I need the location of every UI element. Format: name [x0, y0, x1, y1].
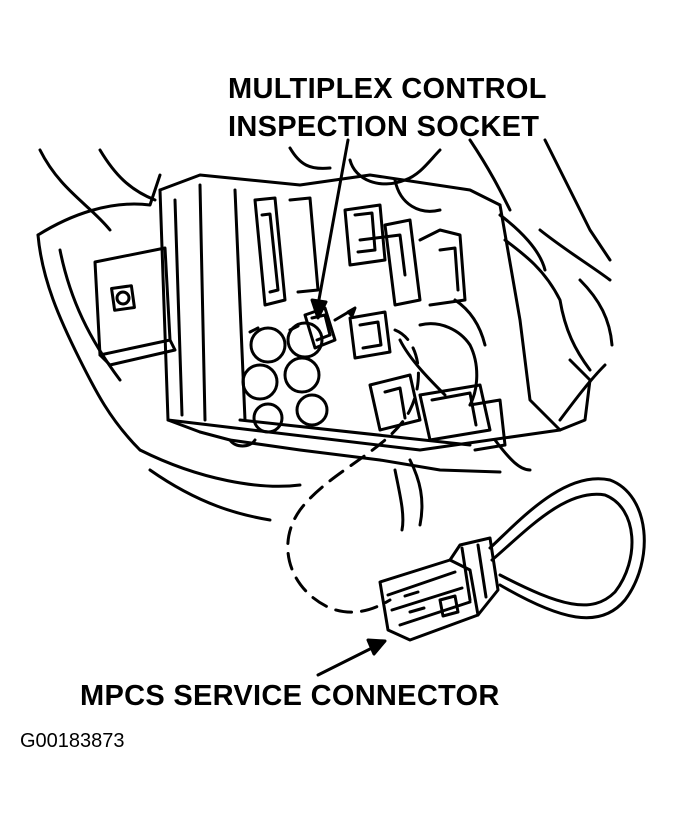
- harness-contours: [36, 138, 614, 532]
- mounting-bracket: [93, 246, 177, 367]
- inspection-socket-label: MULTIPLEX CONTROL INSPECTION SOCKET: [228, 70, 547, 146]
- relay-slots: [253, 196, 467, 307]
- round-fuse-cluster: [241, 321, 329, 434]
- inspection-socket-label-line1: MULTIPLEX CONTROL: [228, 73, 547, 105]
- service-connector-leader: [316, 638, 387, 677]
- dashed-connection-path: [286, 328, 420, 614]
- service-connector-label: MPCS SERVICE CONNECTOR: [80, 680, 500, 712]
- inspection-socket: [303, 306, 392, 360]
- inspection-socket-label-line2: INSPECTION SOCKET: [228, 111, 540, 143]
- lower-connectors: [368, 298, 507, 452]
- figure-id: G00183873: [20, 730, 125, 752]
- mpcs-service-connector: [378, 477, 646, 642]
- inspection-socket-leader: [310, 138, 350, 320]
